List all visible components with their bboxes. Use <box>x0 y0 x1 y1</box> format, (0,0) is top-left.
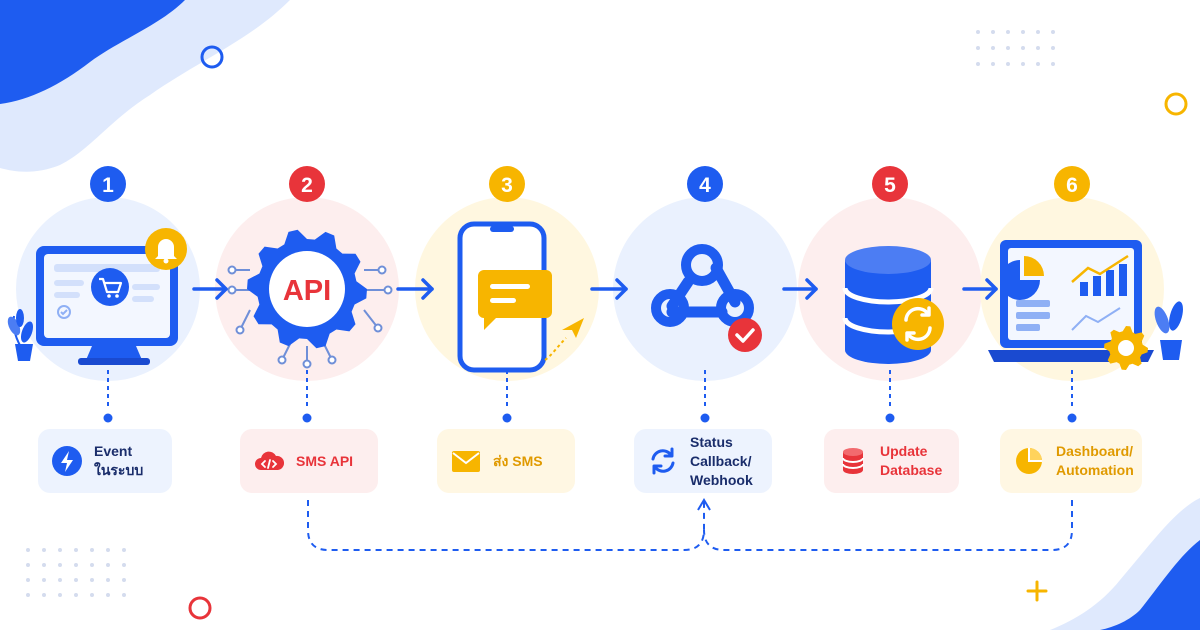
drop-dot <box>700 413 710 423</box>
step-label-line: Callback/ <box>690 452 752 469</box>
step-label-line: Dashboard/ <box>1056 443 1134 459</box>
plant-icon <box>7 309 34 361</box>
yellow-ring-icon <box>1164 92 1188 116</box>
blue-ring-icon <box>200 45 224 69</box>
svg-text:2: 2 <box>301 174 313 197</box>
drop-dot <box>1067 413 1077 423</box>
plus-icon <box>1026 580 1048 602</box>
step-halo <box>613 197 797 381</box>
step-label-line: Update <box>880 443 928 459</box>
webhook-icon <box>651 244 762 352</box>
refresh-icon <box>651 447 675 475</box>
arrow-right-icon <box>396 278 434 300</box>
step-label: Event ในระบบ <box>94 442 143 480</box>
drop-dot <box>502 413 512 423</box>
arrow-right-icon <box>782 278 818 300</box>
database-icon <box>842 448 864 474</box>
svg-text:API: API <box>283 275 331 307</box>
step-label-line: Status <box>690 433 733 450</box>
svg-text:6: 6 <box>1066 174 1078 197</box>
step-number-badge: 6 <box>1054 166 1090 202</box>
step-label: ส่ง SMS <box>493 452 543 471</box>
step-label-line: ส่ง SMS <box>493 452 543 469</box>
computer-cart-bell-icon <box>7 228 187 365</box>
step-label-line: Automation <box>1056 462 1134 478</box>
step-number-badge: 1 <box>90 166 126 202</box>
database-sync-icon <box>842 246 944 364</box>
drop-dot <box>103 413 113 423</box>
step-label-line: SMS API <box>296 452 354 469</box>
drop-dot <box>302 413 312 423</box>
step-2-label-card: SMS API <box>240 429 378 493</box>
step-number-badge: 2 <box>289 166 325 202</box>
step-badges: 1 2 3 4 5 6 <box>90 166 1090 202</box>
step-number-badge: 4 <box>687 166 723 202</box>
svg-text:3: 3 <box>501 174 513 197</box>
step-number-badge: 5 <box>872 166 908 202</box>
connector-lines <box>103 370 1077 423</box>
flow-arrows <box>192 278 998 300</box>
feedback-arrow-icon <box>697 498 711 511</box>
laptop-dashboard-icon <box>988 240 1183 370</box>
step-label: Dashboard/Automation <box>1056 442 1134 480</box>
step-label: SMS API <box>296 452 353 471</box>
step-3-label-card: ส่ง SMS <box>437 429 575 493</box>
phone-message-icon <box>457 221 584 373</box>
step-1-label-card: Event ในระบบ <box>38 429 172 493</box>
lightning-icon <box>52 446 82 476</box>
svg-text:1: 1 <box>102 174 114 197</box>
plant-icon <box>1154 301 1183 360</box>
arrow-right-icon <box>590 278 628 300</box>
svg-text:5: 5 <box>884 174 896 197</box>
red-ring-icon <box>188 596 212 620</box>
arrow-right-icon <box>192 278 228 300</box>
step-6-label-card: Dashboard/Automation <box>1000 429 1142 493</box>
step-label-line: Webhook <box>690 471 753 488</box>
drop-dot <box>885 413 895 423</box>
step-label-line: Database <box>880 462 943 478</box>
envelope-icon <box>452 451 480 472</box>
step-label-line: ในระบบ <box>94 462 144 478</box>
feedback-path <box>307 500 1073 551</box>
cloud-code-icon <box>255 451 284 470</box>
step-label-line: Event <box>94 443 133 459</box>
svg-text:4: 4 <box>699 174 711 197</box>
pie-chart-icon <box>1016 448 1042 474</box>
api-gear-icon: API <box>227 229 393 369</box>
step-number-badge: 3 <box>489 166 525 202</box>
arrow-right-icon <box>962 278 998 300</box>
